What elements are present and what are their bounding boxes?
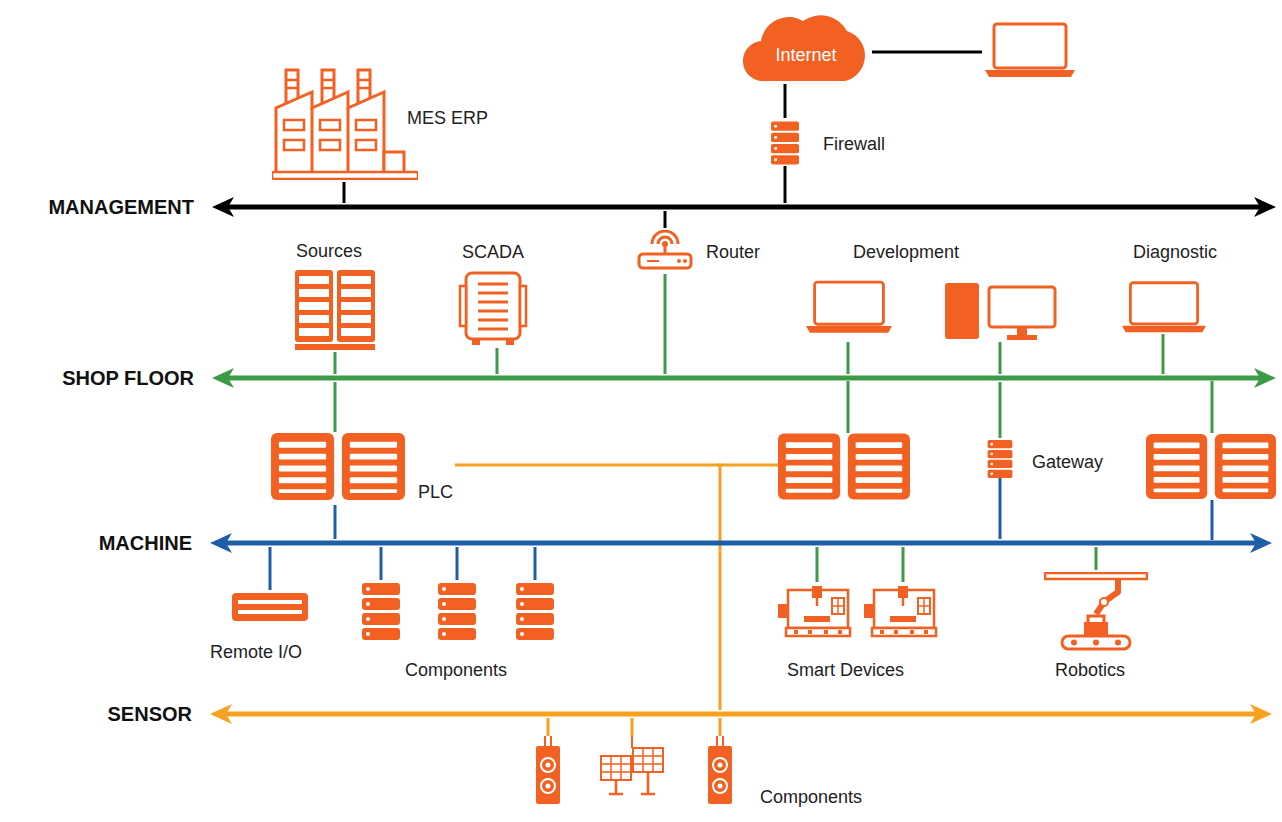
sensor-icon [708,736,732,806]
network-link [999,342,1002,374]
node-label: MES ERP [407,107,488,129]
node-label: Robotics [1055,659,1125,681]
bus-line [210,710,1272,718]
network-link [1162,334,1165,374]
internet-link [872,51,982,54]
remote-laptop [985,24,1075,77]
factory-icon [272,68,418,180]
solar-icon [599,736,665,796]
node-label: Router [706,241,760,263]
rackO-icon [458,270,528,346]
firewall-node: Firewall [765,118,895,166]
gateway-node: Gateway [975,438,1105,478]
smart-icon [778,584,856,640]
network-link [999,478,1002,539]
network-link [380,547,383,580]
desktop-icon [945,283,1059,341]
cloud-node: Internet [740,10,874,84]
srv-icon [771,120,799,166]
network-link [547,718,550,736]
network-link [664,211,667,228]
rio-icon [232,593,308,621]
stack-icon [438,583,476,641]
plc-uplink [1211,381,1214,433]
network-link [334,352,337,374]
sensor-node: Components [535,736,864,810]
laptop-icon [806,280,892,334]
laptop-icon [1122,280,1206,334]
node-label: Development [853,241,959,263]
node-label: Sources [296,240,362,262]
srv-icon [986,440,1014,478]
network-link [816,547,819,582]
device-node: Remote I/O [205,590,330,665]
device-node: Robotics [1040,570,1150,683]
plc-node: PLC [268,432,455,505]
plc-downlink [1211,500,1214,540]
bus-bar: MANAGEMENT [212,203,1276,211]
node-label: PLC [418,481,453,503]
network-link [784,166,787,203]
network-link [999,382,1002,438]
node-label: Smart Devices [787,659,904,681]
bus-bar: SENSOR [210,710,1272,718]
network-link [269,547,272,590]
node-label: Components [760,786,862,808]
sensor-icon [536,736,560,806]
node-label: Internet [740,44,872,66]
network-link [664,274,667,374]
router-node: Router [630,228,780,274]
node-label: Components [405,659,507,681]
sensor-wire [718,464,778,467]
plc-uplink [847,381,850,433]
factory-node: MES ERP [270,65,510,182]
bus-bar: SHOP FLOOR [212,374,1276,382]
layer-label: MANAGEMENT [48,195,194,219]
bus-line [210,539,1272,547]
network-link [496,348,499,374]
network-link [784,84,787,118]
node-label: Diagnostic [1133,241,1217,263]
network-link [902,547,905,582]
bus-line [212,203,1276,211]
node-label: Firewall [823,133,885,155]
plc-icon [270,433,406,500]
plc-icon [1146,434,1276,499]
server-node: Sources [290,238,380,352]
network-link [631,718,634,736]
robot-icon [1044,572,1148,652]
network-link [334,505,337,539]
network-link [719,718,722,736]
workstation-node: Development [800,238,1062,342]
network-link [847,342,850,374]
workstation-node: Diagnostic [1120,238,1220,334]
smart-icon [864,584,942,640]
layer-label: MACHINE [99,531,192,555]
node-label: Gateway [1032,451,1103,473]
plc-icon [778,434,910,500]
stack-icon [362,583,400,641]
router-icon [635,230,695,272]
network-link [456,547,459,580]
network-link [343,182,346,203]
network-link [1095,547,1098,570]
device-node: Components [355,580,560,683]
layer-label: SHOP FLOOR [62,366,194,390]
bus-line [212,374,1276,382]
server-node: SCADA [450,238,532,348]
network-link [534,547,537,580]
stack-icon [516,583,554,641]
device-node: Smart Devices [768,582,954,683]
layer-label: SENSOR [108,702,192,726]
node-label: Remote I/O [210,641,302,663]
bus-bar: MACHINE [210,539,1272,547]
network-link [334,382,337,432]
rack2-icon [295,270,375,350]
node-label: SCADA [462,241,524,263]
